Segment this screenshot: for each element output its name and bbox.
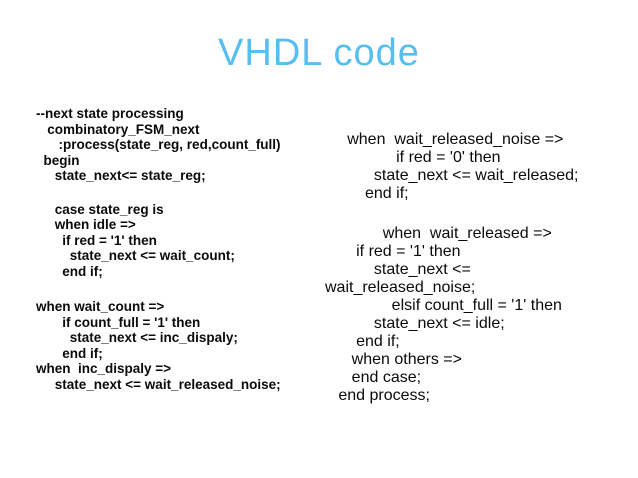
left-code-block-process-header: --next state processing combinatory_FSM_… [36,106,281,183]
left-code-block-case-idle: case state_reg is when idle => if red = … [54,201,235,279]
right-code-column: when wait_released_noise => if red = '0'… [325,131,578,405]
right-code-block-wait-released-end: when wait_released => if red = '1' then … [325,225,562,404]
left-code-block-wait-count: when wait_count => if count_full = '1' t… [36,299,281,392]
left-code-column: --next state processing combinatory_FSM_… [36,106,281,392]
slide-title: VHDL code [218,32,420,74]
right-code-block-wait-released-noise: when wait_released_noise => if red = '0'… [347,131,579,202]
